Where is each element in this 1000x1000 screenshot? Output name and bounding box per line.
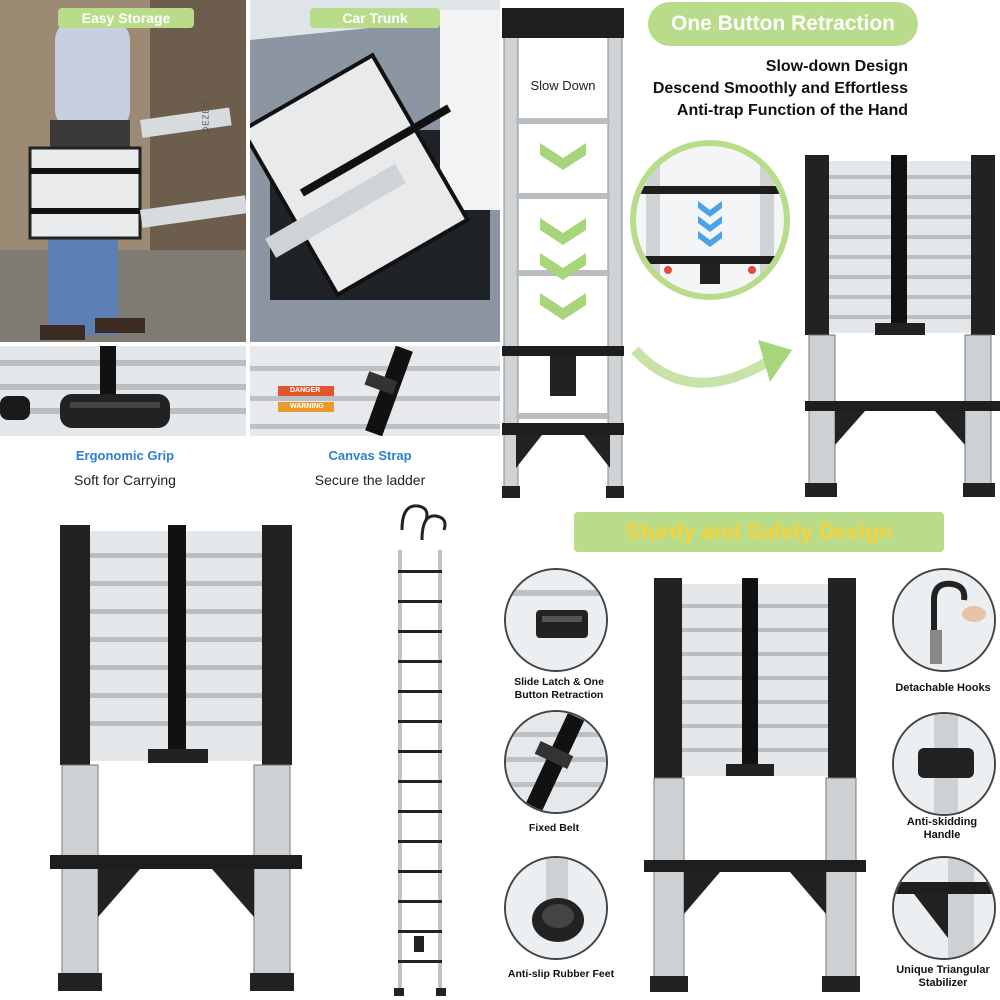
slow-down-ladder: Slow Down <box>502 8 624 498</box>
retracted-ladder-bottom-illustration <box>50 525 302 991</box>
photo-ergonomic-grip <box>0 346 246 436</box>
retraction-detail-circle <box>630 140 790 300</box>
danger-label: DANGER <box>290 387 321 394</box>
stabilizer-circle <box>892 856 996 960</box>
retracted-ladder-bottom <box>40 525 310 993</box>
pill-easy-storage: Easy Storage <box>58 8 194 28</box>
rubber-feet-illustration <box>506 858 606 958</box>
slow-down-ladder-illustration <box>502 8 624 498</box>
rubber-feet-circle <box>504 856 608 960</box>
handle-illustration <box>894 714 994 814</box>
photo-canvas-strap: DANGER WARNING <box>250 346 500 436</box>
easy-storage-illustration <box>0 0 246 342</box>
caption-secure-ladder: Secure the ladder <box>314 472 426 488</box>
stabilizer-illustration <box>894 858 994 958</box>
safety-ladder-illustration <box>644 578 866 992</box>
feature-descend-smoothly: Descend Smoothly and Effortless <box>652 80 908 97</box>
caption-rubber-feet: Anti-slip Rubber Feet <box>507 968 615 980</box>
caption-detachable-hooks: Detachable Hooks <box>895 682 991 694</box>
pill-car-trunk: Car Trunk <box>310 8 440 28</box>
pill-sturdy-safety: Sturdy and Safety Design <box>574 512 944 552</box>
grip-illustration <box>0 346 246 436</box>
extended-ladder <box>390 500 450 1000</box>
hooks-illustration <box>894 570 994 670</box>
car-trunk-illustration <box>250 0 500 342</box>
caption-slide-latch: Slide Latch & One Button Retraction <box>514 676 604 701</box>
brand-mark: DEZEN <box>201 100 211 133</box>
caption-ergonomic-grip: Ergonomic Grip <box>75 448 175 463</box>
feature-anti-trap: Anti-trap Function of the Hand <box>676 102 908 119</box>
caption-anti-skidding-handle: Anti-skidding Handle <box>906 816 978 841</box>
fixed-belt-illustration <box>506 712 606 812</box>
fixed-belt-circle <box>504 710 608 814</box>
retraction-detail-illustration <box>636 146 784 294</box>
safety-ladder <box>640 578 870 996</box>
strap-illustration <box>250 346 500 436</box>
feature-slow-down-design: Slow-down Design <box>765 58 908 75</box>
hooks-circle <box>892 568 996 672</box>
photo-car-trunk <box>250 0 500 342</box>
retracted-ladder-top <box>805 155 1000 500</box>
caption-fixed-belt: Fixed Belt <box>528 822 580 834</box>
handle-circle <box>892 712 996 816</box>
photo-easy-storage <box>0 0 246 342</box>
slide-latch-circle <box>504 568 608 672</box>
caption-canvas-strap: Canvas Strap <box>328 448 412 463</box>
warning-label: WARNING <box>290 403 324 410</box>
extended-ladder-illustration <box>394 504 447 996</box>
retracted-ladder-top-illustration <box>805 155 1000 497</box>
caption-soft-carrying: Soft for Carrying <box>74 472 176 488</box>
slow-down-label: Slow Down <box>530 78 596 93</box>
slide-latch-illustration <box>506 570 606 670</box>
green-curved-arrow <box>631 340 792 388</box>
caption-triangular-stabilizer: Unique Triangular Stabilizer <box>896 964 990 989</box>
pill-one-button-retraction: One Button Retraction <box>648 2 918 46</box>
